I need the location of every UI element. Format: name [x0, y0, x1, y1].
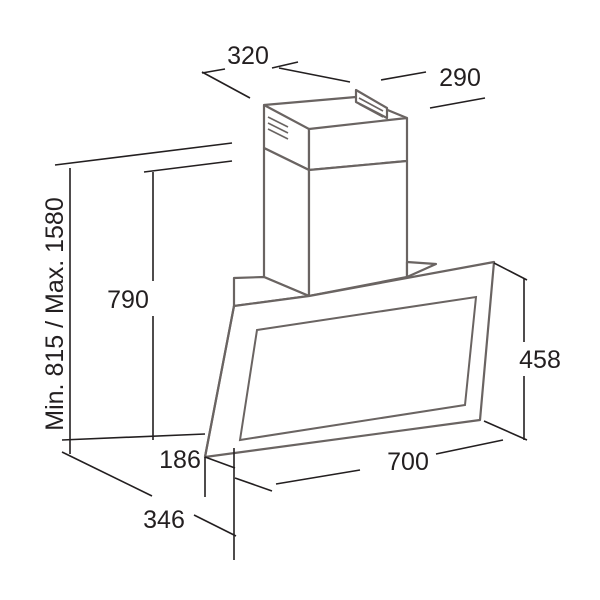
dim-chimney-depth: 290	[380, 64, 486, 109]
chimney-upper	[262, 88, 409, 172]
hood-body	[203, 260, 496, 459]
dim-hood-height-label: 458	[519, 346, 561, 374]
dim-hood-depth-label: 346	[143, 506, 185, 534]
hood-top-right	[405, 260, 438, 279]
vent-slots-left	[267, 116, 289, 140]
dim-total-height: Min. 815 / Max. 1580	[41, 142, 233, 454]
hood-left-edge	[203, 305, 236, 458]
dim-chimney-width-label: 320	[227, 42, 269, 70]
chimney-lower-left-face	[262, 146, 311, 298]
hood-glass-inner-frame	[238, 295, 478, 442]
chimney-lower	[262, 146, 409, 298]
dim-chimney-depth-label: 290	[439, 64, 481, 92]
chimney-lower-front-face	[307, 159, 409, 298]
vent-slots-right	[358, 97, 384, 118]
dim-chimney-width: 320	[201, 42, 351, 99]
dim-bottom-offset-label: 186	[159, 446, 201, 474]
dim-total-height-label: Min. 815 / Max. 1580	[41, 197, 69, 430]
dim-chimney-height-label: 790	[107, 286, 149, 314]
dim-hood-width: 700	[204, 439, 504, 492]
dim-chimney-height: 790	[107, 160, 233, 440]
dim-bottom-offset: 186	[61, 433, 206, 497]
dim-hood-width-label: 700	[387, 448, 429, 476]
dim-hood-depth: 346	[61, 448, 237, 560]
dim-hood-height: 458	[483, 262, 561, 441]
